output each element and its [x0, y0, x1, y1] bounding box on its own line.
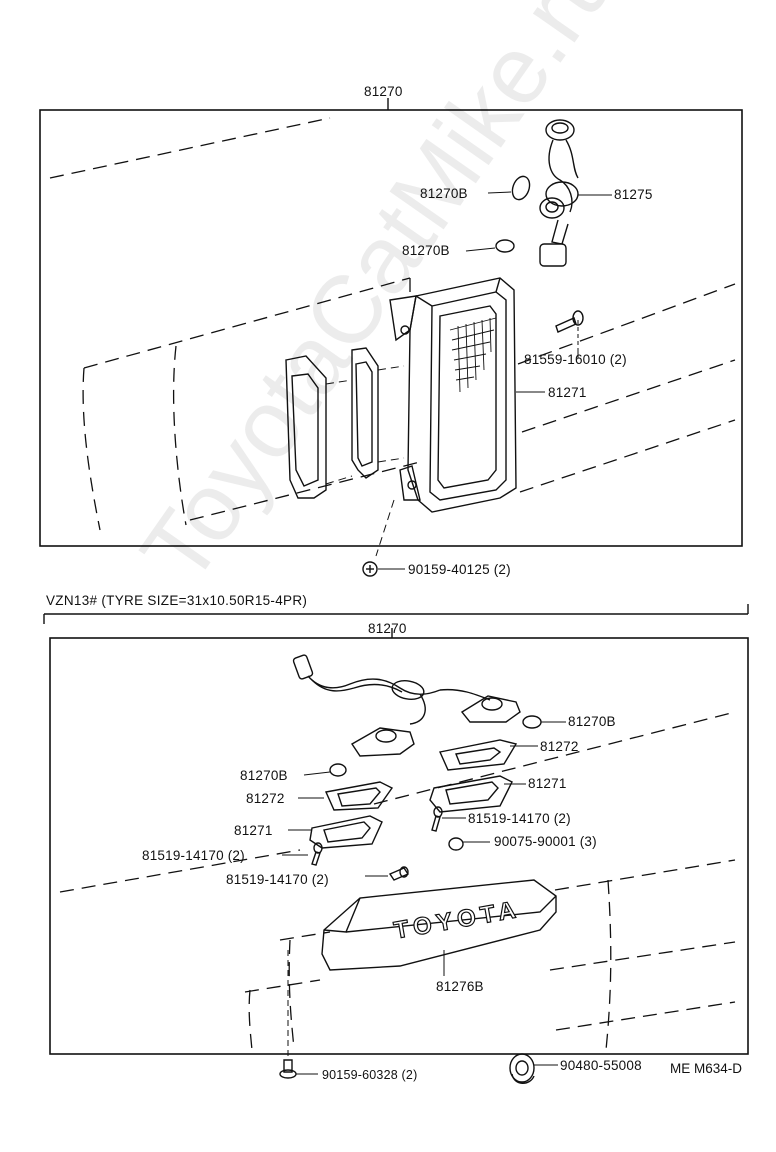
label-top-lens: 81271	[548, 385, 587, 400]
bottom-lens-right	[429, 775, 526, 813]
bottom-cover	[321, 879, 557, 976]
bottom-section-frame	[49, 628, 749, 1055]
bottom-nut	[448, 837, 490, 851]
bottom-gasket-right	[439, 739, 538, 771]
label-top-bottom-screw: 90159-40125 (2)	[408, 562, 511, 577]
label-bottom-grommet: 90480-55008	[560, 1058, 642, 1073]
bottom-title-bracket	[43, 604, 749, 624]
label-bottom-nut: 90075-90001 (3)	[494, 834, 597, 849]
top-outer-lens	[285, 355, 327, 499]
bottom-wire-harness	[292, 654, 491, 725]
label-bottom-bulb-left: 81270B	[240, 768, 288, 783]
top-lamp-housing	[389, 277, 517, 513]
bottom-section-title: VZN13# (TYRE SIZE=31x10.50R15-4PR)	[46, 593, 308, 608]
label-top-socket-cord: 81275	[614, 187, 653, 202]
top-lamp-grid	[449, 317, 497, 393]
label-bottom-lens-right: 81271	[528, 776, 567, 791]
top-bottom-screw	[362, 561, 405, 577]
label-bottom-screw-left-lower: 81519-14170 (2)	[226, 872, 329, 887]
bottom-socket-left	[351, 727, 415, 757]
top-socket-cord	[539, 119, 612, 267]
label-top-bulb-lower: 81270B	[402, 243, 450, 258]
reference-code: ME M634-D	[670, 1061, 743, 1076]
label-bottom-gasket-left: 81272	[246, 791, 285, 806]
bottom-lens-left	[288, 815, 383, 849]
label-top-screw: 81559-16010 (2)	[524, 352, 627, 367]
bottom-assembly-label: 81270	[368, 621, 407, 636]
label-bottom-bulb-right: 81270B	[568, 714, 616, 729]
bottom-socket-right	[460, 695, 521, 723]
label-bottom-lens-gasket-right: 81272	[540, 739, 579, 754]
bottom-body-outline	[59, 711, 736, 1051]
bottom-grommet	[509, 1053, 558, 1084]
top-bulb-upper	[487, 175, 531, 201]
label-bottom-screw-right: 81519-14170 (2)	[468, 811, 571, 826]
bottom-screw-right	[431, 806, 466, 832]
label-bottom-screw-left-upper: 81519-14170 (2)	[142, 848, 245, 863]
top-section-frame	[39, 98, 743, 547]
label-bottom-bolt: 90159-60328 (2)	[322, 1068, 418, 1082]
label-bottom-lens-left: 81271	[234, 823, 273, 838]
top-dashed-guides	[325, 365, 405, 557]
top-body-outline	[49, 117, 736, 531]
label-bottom-cover: 81276B	[436, 979, 484, 994]
top-assembly-label: 81270	[364, 84, 403, 99]
bottom-bulb-right	[522, 715, 566, 729]
top-inner-gasket	[351, 347, 379, 479]
bottom-gasket-left	[298, 781, 394, 811]
bottom-bolt	[279, 950, 318, 1079]
label-top-bulb-upper: 81270B	[420, 186, 468, 201]
bottom-screw-left-lower	[365, 866, 410, 881]
bottom-screw-left-upper	[282, 842, 323, 866]
bottom-bulb-left	[303, 763, 347, 777]
top-screw-right	[555, 310, 584, 358]
top-bulb-lower	[465, 239, 515, 253]
